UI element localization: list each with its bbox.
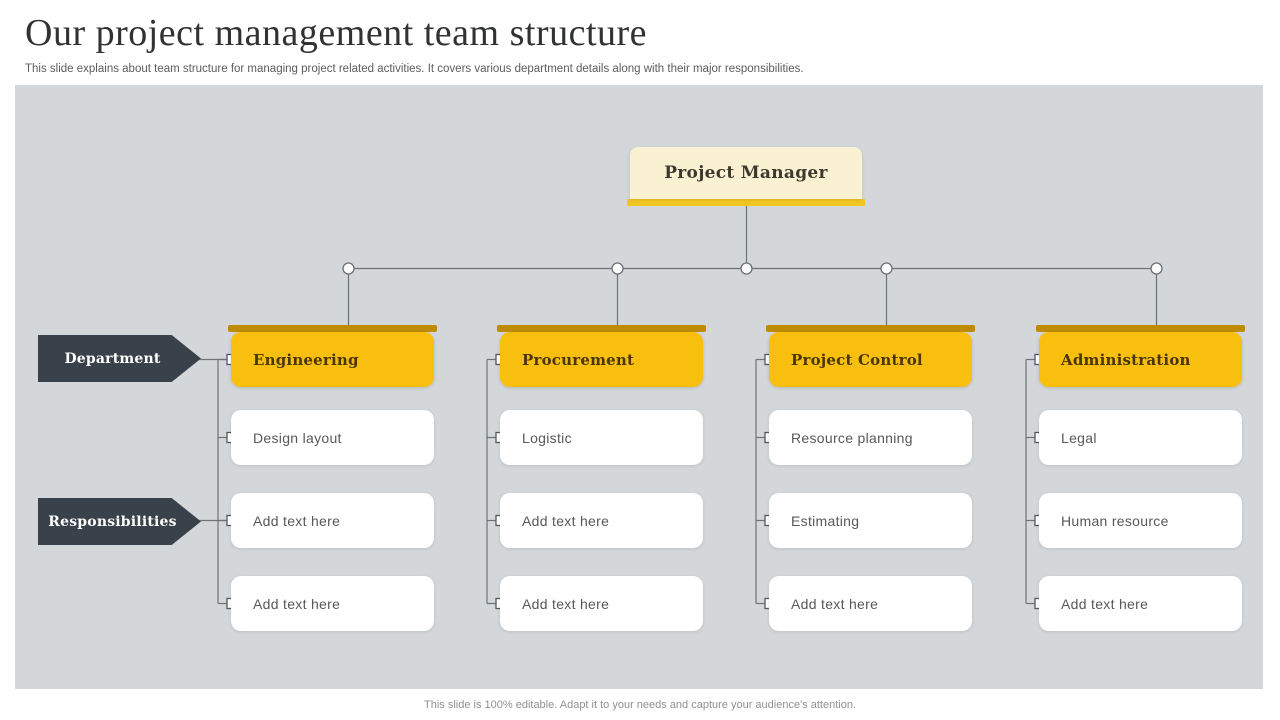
- responsibility-administration-2[interactable]: Human resource: [1039, 493, 1242, 548]
- responsibility-label: Add text here: [522, 595, 610, 612]
- department-topbar-procurement: [497, 325, 706, 332]
- department-node-procurement[interactable]: Procurement: [500, 332, 703, 387]
- responsibility-engineering-2[interactable]: Add text here: [231, 493, 434, 548]
- department-name: Engineering: [253, 350, 359, 369]
- row-label-responsibilities-text: Responsibilities: [48, 513, 177, 530]
- responsibility-label: Add text here: [791, 595, 879, 612]
- department-topbar-project-control: [766, 325, 975, 332]
- responsibility-label: Design layout: [253, 429, 342, 446]
- responsibility-engineering-3[interactable]: Add text here: [231, 576, 434, 631]
- responsibility-label: Add text here: [522, 512, 610, 529]
- row-label-responsibilities: Responsibilities: [38, 498, 201, 545]
- responsibility-project-control-1[interactable]: Resource planning: [769, 410, 972, 465]
- responsibility-label: Add text here: [1061, 595, 1149, 612]
- responsibility-label: Human resource: [1061, 512, 1169, 529]
- responsibility-administration-1[interactable]: Legal: [1039, 410, 1242, 465]
- department-node-engineering[interactable]: Engineering: [231, 332, 434, 387]
- responsibility-project-control-2[interactable]: Estimating: [769, 493, 972, 548]
- responsibility-label: Legal: [1061, 429, 1097, 446]
- responsibility-procurement-2[interactable]: Add text here: [500, 493, 703, 548]
- row-label-department-text: Department: [64, 350, 161, 367]
- root-node-label: Project Manager: [664, 163, 828, 183]
- responsibility-label: Add text here: [253, 512, 341, 529]
- root-node-underline: [627, 199, 865, 206]
- department-name: Procurement: [522, 350, 635, 369]
- department-name: Administration: [1061, 350, 1191, 369]
- responsibility-label: Estimating: [791, 512, 860, 529]
- slide-title: Our project management team structure: [25, 12, 648, 54]
- department-name: Project Control: [791, 350, 923, 369]
- department-topbar-engineering: [228, 325, 437, 332]
- responsibility-label: Add text here: [253, 595, 341, 612]
- responsibility-procurement-1[interactable]: Logistic: [500, 410, 703, 465]
- department-node-administration[interactable]: Administration: [1039, 332, 1242, 387]
- responsibility-label: Resource planning: [791, 429, 913, 446]
- responsibility-project-control-3[interactable]: Add text here: [769, 576, 972, 631]
- responsibility-administration-3[interactable]: Add text here: [1039, 576, 1242, 631]
- footer-note: This slide is 100% editable. Adapt it to…: [424, 699, 856, 711]
- slide-subtitle: This slide explains about team structure…: [25, 63, 804, 75]
- department-topbar-administration: [1036, 325, 1245, 332]
- department-node-project-control[interactable]: Project Control: [769, 332, 972, 387]
- root-node-project-manager[interactable]: Project Manager: [630, 147, 862, 199]
- row-label-department: Department: [38, 335, 201, 382]
- responsibility-label: Logistic: [522, 429, 572, 446]
- responsibility-engineering-1[interactable]: Design layout: [231, 410, 434, 465]
- responsibility-procurement-3[interactable]: Add text here: [500, 576, 703, 631]
